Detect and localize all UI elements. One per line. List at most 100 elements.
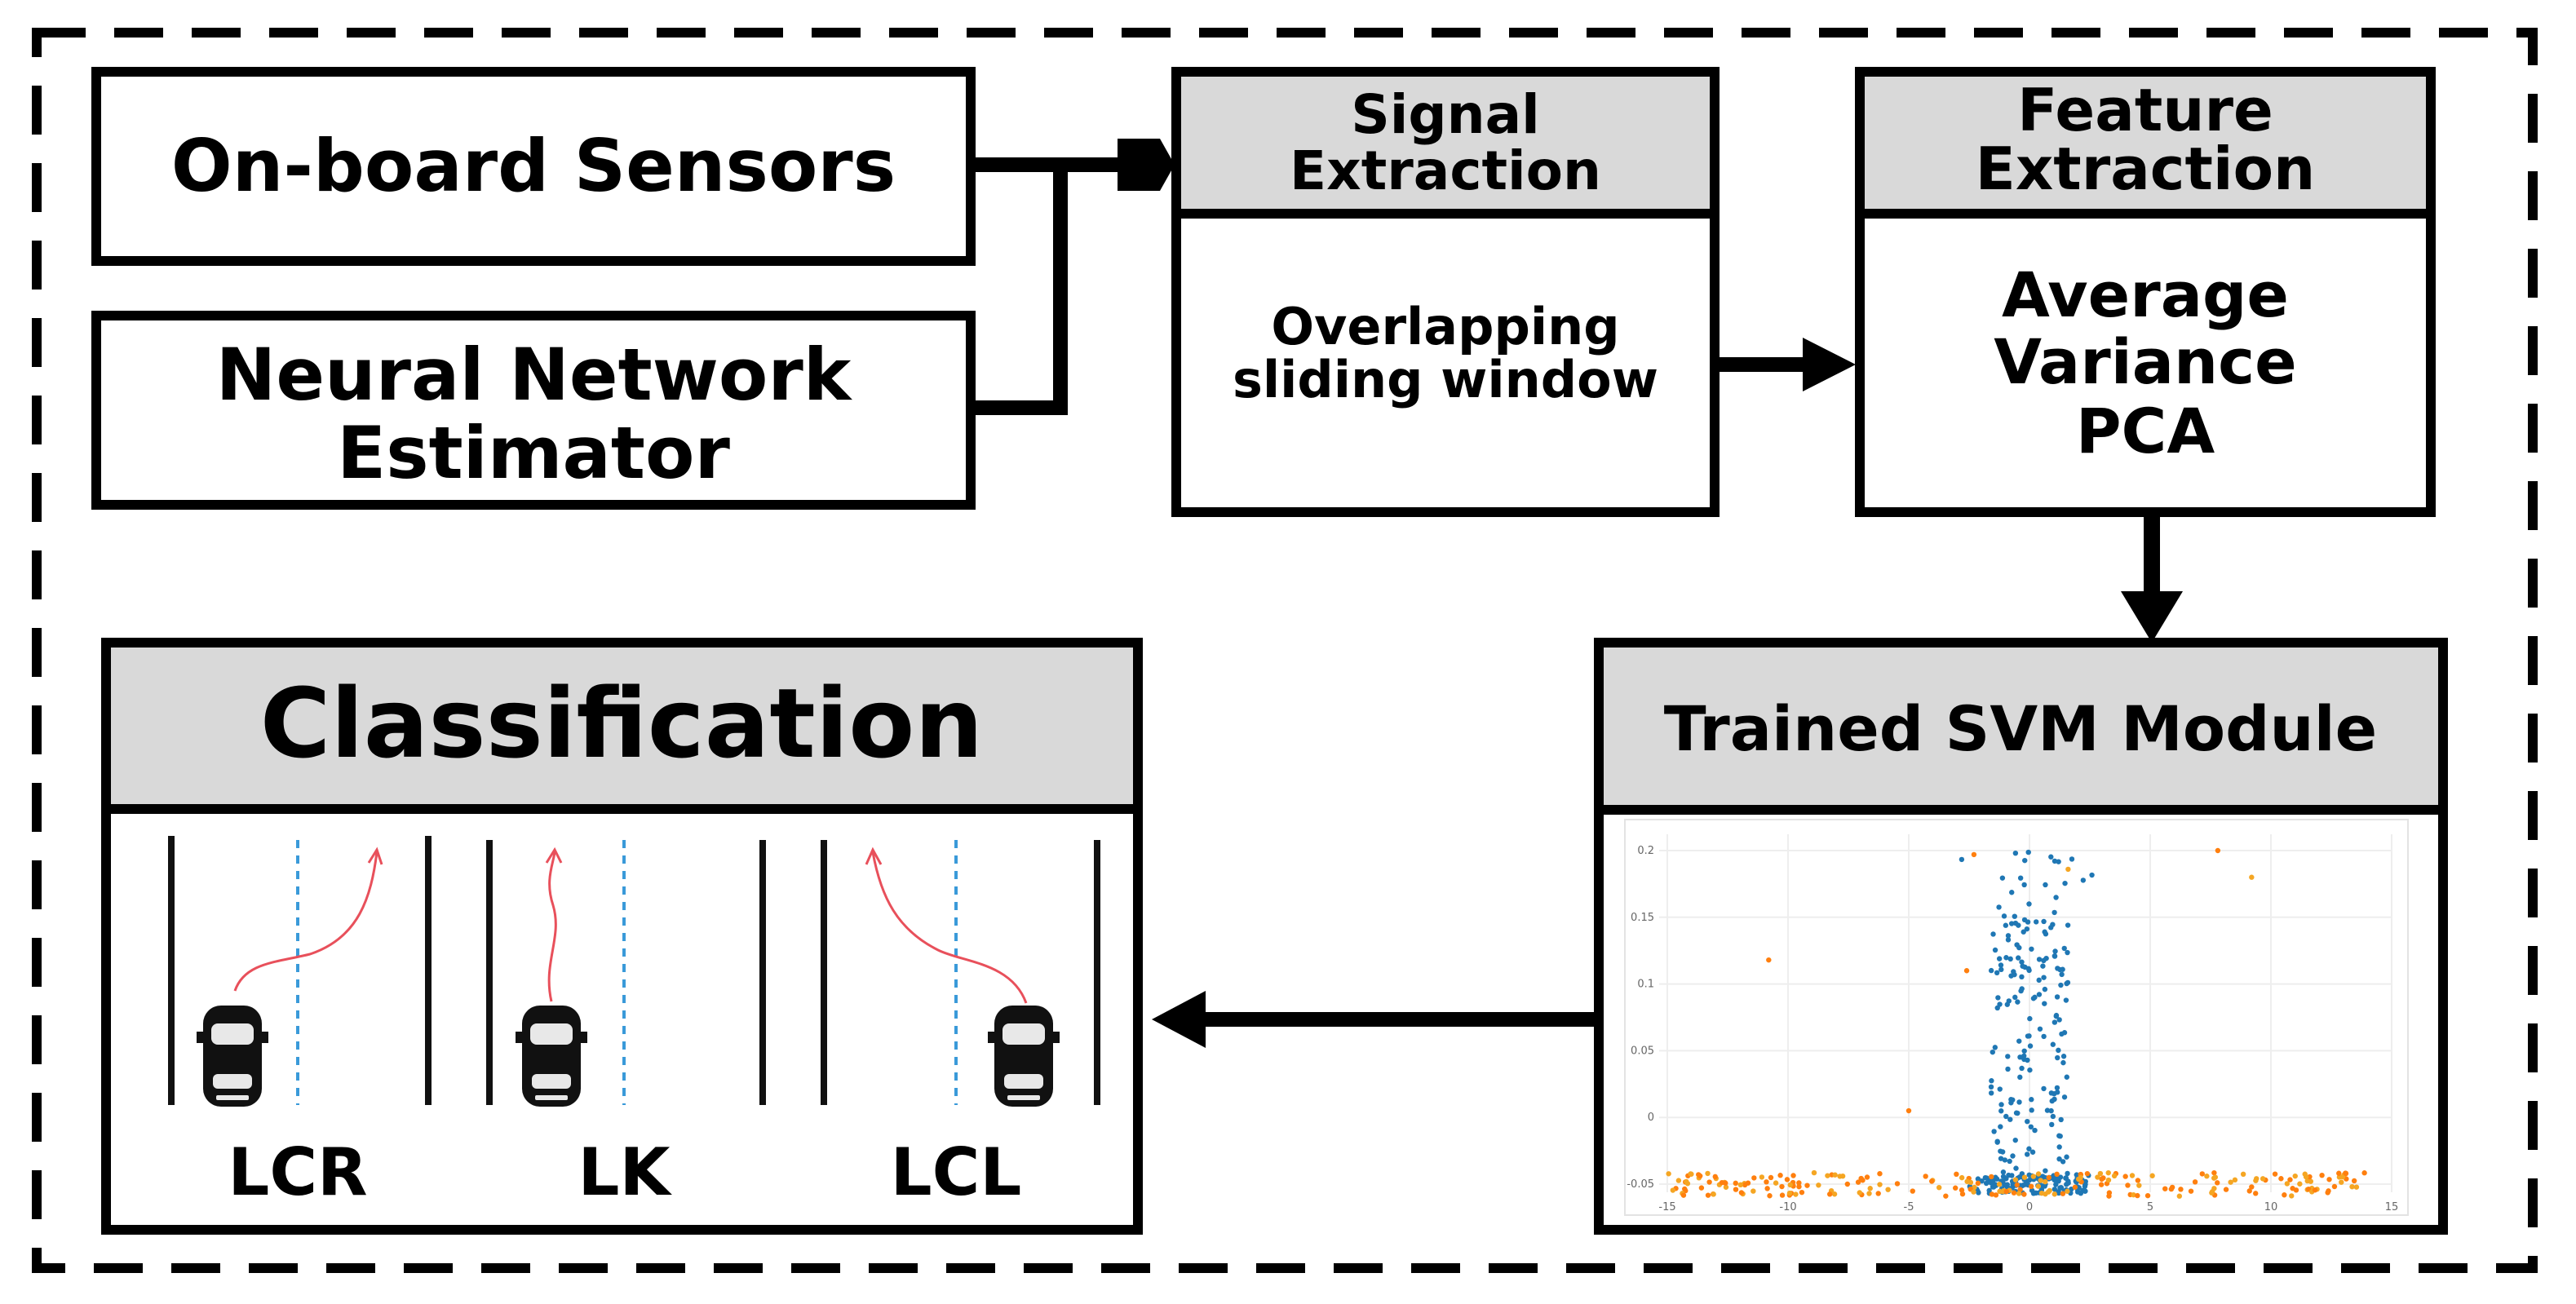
scatter-point	[2028, 1124, 2034, 1129]
scatter-point	[2084, 1170, 2091, 1177]
scatter-point	[2192, 1179, 2198, 1185]
scatter-point	[2052, 948, 2058, 954]
scatter-point	[1971, 1189, 1976, 1195]
scatter-point	[2125, 1182, 2131, 1188]
scatter-point	[1997, 1001, 2003, 1007]
scatter-point	[1733, 1187, 1739, 1192]
scatter-point	[2046, 1174, 2052, 1181]
scatter-point	[2168, 1186, 2175, 1192]
scatter-point	[2240, 1171, 2246, 1178]
scatter-point	[2025, 1118, 2030, 1125]
scatter-point	[2135, 1178, 2141, 1183]
scatter-point	[1786, 1190, 1793, 1196]
scatter-point	[2304, 1178, 2310, 1184]
scatter-point	[2082, 1188, 2088, 1194]
scatter-point	[2019, 986, 2025, 992]
scatter-point	[2041, 1085, 2047, 1092]
y-tick-label: 0.2	[1637, 845, 1654, 857]
y-tick-label: -0.05	[1627, 1178, 1654, 1191]
scatter-point	[2339, 1179, 2344, 1185]
scatter-point	[2029, 1187, 2035, 1193]
scatter-point	[2058, 1185, 2065, 1191]
classification-title: Classification	[260, 667, 984, 780]
scatter-point	[1936, 1184, 1942, 1191]
scatter-point	[1954, 1171, 1959, 1178]
scatter-point	[2021, 1174, 2028, 1180]
scatter-point	[2016, 1191, 2022, 1196]
scatter-point	[2026, 1033, 2032, 1039]
scatter-point	[2228, 1179, 2233, 1185]
scatter-point	[1768, 1174, 1774, 1181]
scatter-point	[2027, 1043, 2034, 1049]
scatter-point	[1737, 1182, 1744, 1188]
scatter-point	[2048, 854, 2054, 860]
scatter-point	[2249, 1184, 2255, 1190]
scatter-point	[1751, 1175, 1757, 1181]
scatter-point	[2052, 1019, 2058, 1025]
scatter-point	[1825, 1173, 1830, 1178]
scatter-point	[2064, 1154, 2069, 1160]
scatter-point	[1745, 1180, 1751, 1186]
x-tick-label: -10	[1779, 1201, 1796, 1213]
scatter-point	[1989, 1078, 1994, 1084]
scatter-point	[2065, 922, 2071, 928]
scatter-point	[2284, 1181, 2291, 1187]
scatter-point	[1929, 1178, 1935, 1184]
scatter-point	[1975, 1180, 1981, 1187]
input-merge-connector	[971, 139, 1175, 415]
classification-box: Classification	[101, 638, 1143, 1235]
scatter-point	[2336, 1170, 2342, 1176]
scatter-point	[2097, 1170, 2104, 1177]
scatter-point	[2361, 1170, 2367, 1176]
trajectory-arrowhead	[545, 846, 563, 864]
scatter-point	[1995, 995, 2001, 1001]
scatter-point	[1994, 970, 2000, 976]
scatter-point	[2176, 1193, 2183, 1199]
scatter-point	[2004, 1001, 2011, 1007]
scatter-point	[2008, 921, 2015, 926]
scatter-point	[1998, 962, 2004, 968]
x-tick-label: -5	[1904, 1201, 1914, 1213]
scatter-point	[2253, 1191, 2259, 1196]
scatter-point	[1688, 1171, 1693, 1177]
scatter-point	[2297, 1181, 2303, 1187]
scatter-point	[2021, 882, 2027, 888]
scatter-point	[2016, 922, 2021, 928]
scatter-point	[2188, 1188, 2194, 1194]
scatter-point	[1777, 1173, 1783, 1178]
scatter-point	[2043, 1168, 2048, 1174]
scatter-point	[2024, 926, 2030, 932]
scatter-point	[2054, 1085, 2060, 1091]
scatter-point	[1866, 1191, 1872, 1196]
scatter-point	[2044, 1107, 2051, 1113]
scatter-point	[1784, 1177, 1790, 1182]
scatter-point	[1967, 1179, 1974, 1186]
scatter-point	[2122, 1174, 2128, 1179]
scatter-point	[1844, 1181, 1851, 1187]
scatter-point	[2278, 1176, 2284, 1182]
scatter-point	[2037, 1026, 2043, 1032]
scatter-point	[2033, 1190, 2039, 1196]
scatter-point	[2052, 1177, 2057, 1183]
scatter-point	[2026, 1172, 2032, 1178]
scatter-point	[1738, 1190, 1745, 1196]
scatter-point	[2043, 1178, 2048, 1185]
scatter-point	[1998, 1124, 2003, 1129]
scatter-point	[2204, 1174, 2210, 1179]
scatter-point	[2003, 1113, 2009, 1120]
scatter-point	[2325, 1190, 2330, 1196]
scatter-point	[1773, 1180, 1779, 1186]
scatter-point	[2048, 1090, 2055, 1096]
scatter-point	[1996, 904, 2002, 910]
lane-scenario-lk: LK	[486, 840, 766, 1210]
scatter-point	[2016, 955, 2021, 961]
arrow-signal-to-feature	[1715, 338, 1856, 391]
scatter-point	[2016, 1038, 2022, 1044]
scatter-point	[1990, 931, 1996, 937]
scatter-point	[2052, 1187, 2058, 1192]
scatter-point	[2065, 866, 2071, 873]
scatter-point	[2028, 1183, 2034, 1190]
scatter-point	[1877, 1170, 1883, 1177]
scatter-point	[2136, 1182, 2142, 1188]
scatter-point	[2144, 1192, 2151, 1199]
